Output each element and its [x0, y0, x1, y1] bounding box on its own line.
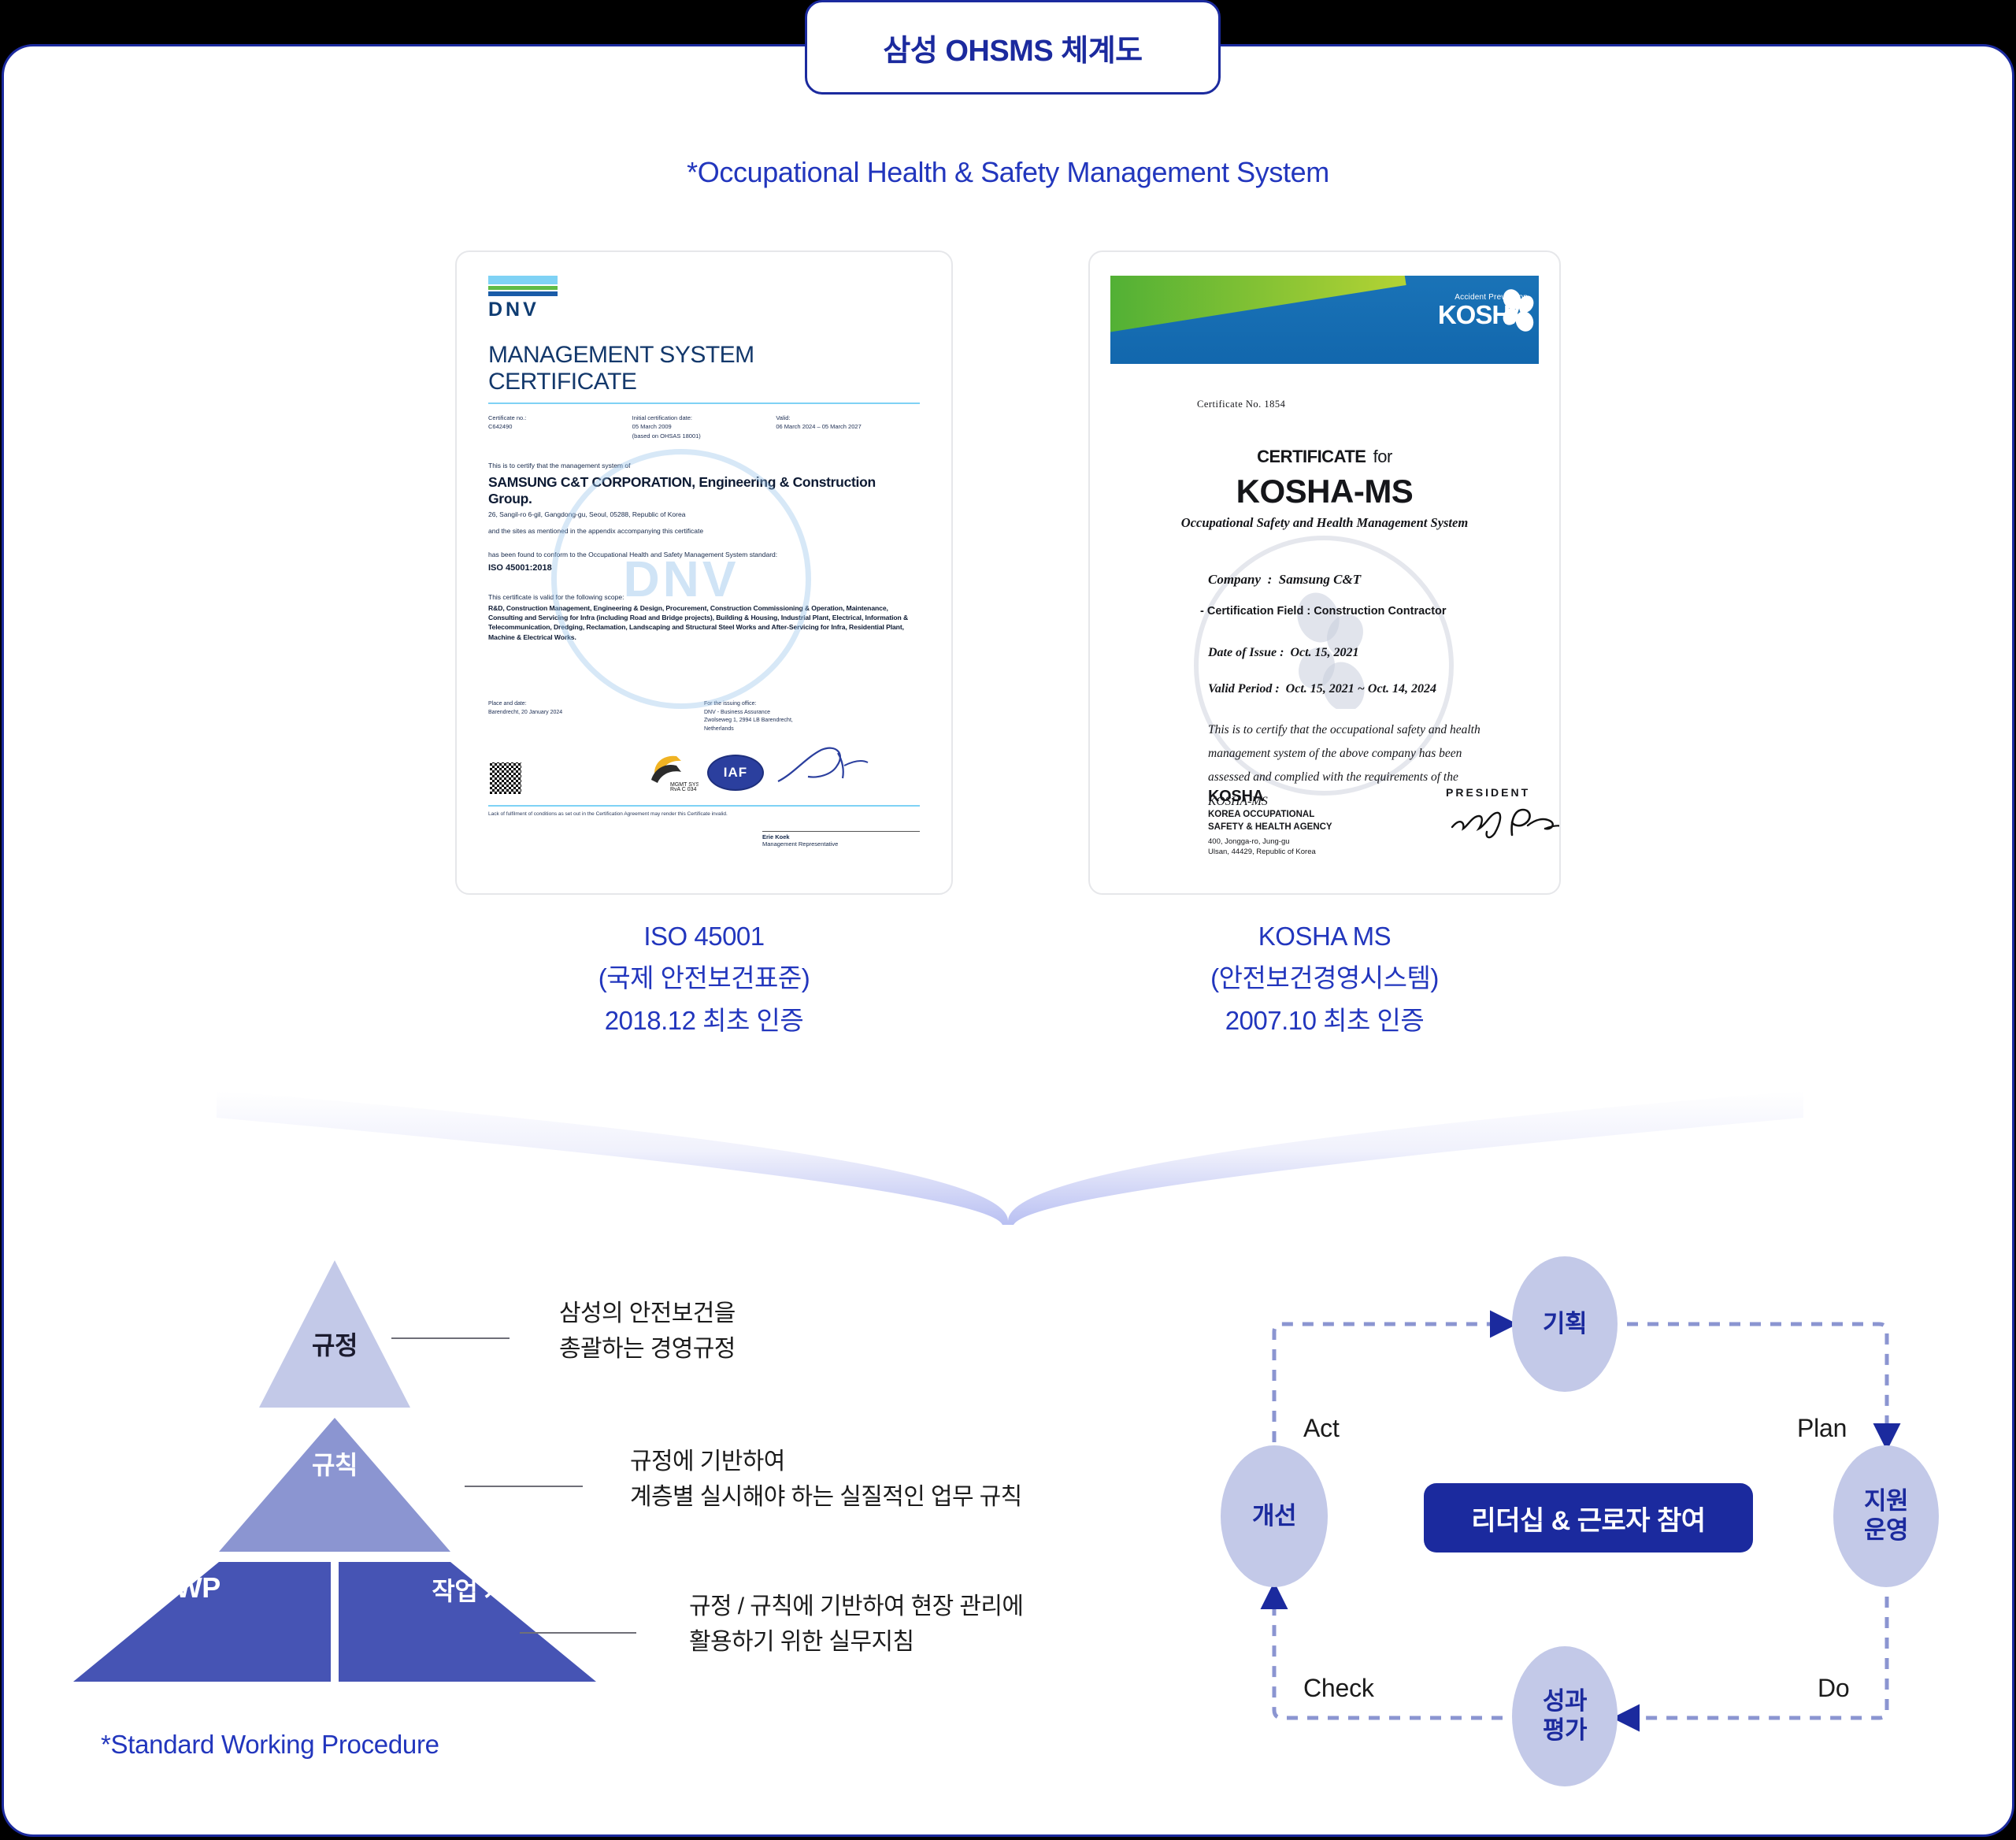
president-label: PRESIDENT — [1446, 786, 1531, 799]
kosha-title-main: CERTIFICATE — [1257, 447, 1366, 466]
downward-chevron-divider — [217, 1091, 1803, 1225]
kosha-tagline: Accident Prevention — [1455, 293, 1528, 302]
kosha-president-block: PRESIDENT — [1446, 786, 1559, 845]
pdca-edge-label-act: Act — [1303, 1414, 1340, 1442]
caption-date: 2018.12 최초 인증 — [604, 1005, 804, 1035]
meta-valid: Valid: 06 March 2024 – 05 March 2027 — [776, 414, 862, 431]
pyramid-label-rule: 규칙 — [312, 1451, 358, 1479]
page-subtitle: *Occupational Health & Safety Management… — [687, 156, 1329, 188]
kosha-agency-short: KOSHA — [1208, 788, 1264, 805]
pdca-node-check: 성과 평가 — [1512, 1646, 1618, 1786]
certificate-heading: MANAGEMENT SYSTEM CERTIFICATE — [488, 342, 754, 395]
certificate-card-koshams: Accident Prevention KOSHA Certificate No… — [1088, 250, 1561, 895]
pyramid-label-work-guide: 작업 지침 — [432, 1577, 530, 1605]
pyramid-tier-1 — [259, 1260, 410, 1408]
place-and-date: Place and date: Barendrecht, 20 January … — [488, 700, 563, 715]
svg-text:MGMT SYS: MGMT SYS — [670, 782, 699, 788]
accreditation-marks: MGMT SYS RvA C 034 IAF Erie Koek Managem… — [488, 739, 920, 848]
page-title: 삼성 OHSMS 체계도 — [883, 34, 1143, 68]
certificate-card-iso45001: DNV MANAGEMENT SYSTEM CERTIFICATE Certif… — [455, 250, 953, 895]
kosha-agency-block: KOSHA KOREA OCCUPATIONAL SAFETY & HEALTH… — [1208, 788, 1332, 856]
pyramid-tier-3-guide — [339, 1562, 596, 1682]
dnv-logo: DNV — [488, 276, 558, 321]
kosha-title-desc: Occupational Safety and Health Managemen… — [1180, 515, 1469, 530]
pyramid-description-3: 규정 / 규칙에 기반하여 현장 관리에 활용하기 위한 실무지침 — [689, 1593, 1024, 1655]
certified-company: SAMSUNG C&T CORPORATION, Engineering & C… — [488, 473, 876, 506]
pdca-node-plan: 기획 — [1512, 1256, 1618, 1392]
kosha-valid-row: Valid Period : Oct. 15, 2021 ~ Oct. 14, … — [1208, 682, 1436, 696]
kosha-field-line: - Certification Field : Construction Con… — [1200, 605, 1447, 618]
pdca-edge-label-do: Do — [1818, 1674, 1850, 1702]
company-address: 26, Sangil-ro 6-gil, Gangdong-gu, Seoul,… — [488, 510, 686, 518]
standard-name: ISO 45001:2018 — [488, 563, 552, 573]
president-signature-icon — [1451, 808, 1559, 839]
svg-text:RvA C 034: RvA C 034 — [670, 787, 697, 792]
kosha-title-sub: KOSHA-MS — [1236, 473, 1414, 510]
kosha-certificate-number: Certificate No. 1854 — [1197, 399, 1286, 410]
governance-pyramid: 규정 규칙 SWP 작업 지침 — [59, 1256, 610, 1686]
pdca-connectors — [1260, 1310, 1901, 1732]
pyramid-label-swp: SWP — [157, 1571, 220, 1604]
page-title-badge: 삼성 OHSMS 체계도 — [805, 0, 1221, 95]
swp-footnote: *Standard Working Procedure — [101, 1730, 439, 1759]
pdca-edge-label-plan: Plan — [1797, 1414, 1847, 1442]
pdca-cycle-diagram: 기획 지원 운영 성과 평가 개선 리더십 & 근로자 참여 Act Plan … — [1221, 1256, 1969, 1786]
meta-initial-date: Initial certification date: 05 March 200… — [632, 414, 701, 440]
pyramid-description-1: 삼성의 안전보건을 총괄하는 경영규정 — [559, 1300, 736, 1362]
meta-cert-no: Certificate no.: C642490 — [488, 414, 527, 431]
pyramid-shape — [73, 1260, 596, 1682]
pyramid-tier-3-swp — [73, 1562, 331, 1682]
caption-iso45001: ISO 45001 (국제 안전보건표준) 2018.12 최초 인증 — [455, 915, 953, 1041]
pdca-node-act: 개선 — [1221, 1445, 1328, 1587]
pdca-node-do: 지원 운영 — [1833, 1445, 1939, 1587]
signature-block: Erie Koek Management Representative — [762, 742, 920, 848]
certificate-meta: Certificate no.: C642490 Initial certifi… — [488, 414, 920, 440]
dnv-certificate-body: DNV MANAGEMENT SYSTEM CERTIFICATE Certif… — [488, 276, 920, 874]
caption-title: ISO 45001 — [643, 922, 765, 951]
pyramid-description-2: 규정에 기반하여 계층별 실시해야 하는 실질적인 업무 규칙 — [630, 1449, 1022, 1510]
kosha-banner: Accident Prevention KOSHA — [1110, 276, 1539, 364]
issuing-office: For the issuing office: DNV - Business A… — [704, 700, 793, 733]
pdca-edge-label-check: Check — [1303, 1674, 1374, 1702]
leader-line-1 — [391, 1337, 510, 1339]
kosha-butterfly-icon — [1503, 289, 1534, 332]
pyramid-tier-2 — [219, 1418, 450, 1552]
kosha-title-block: CERTIFICATE for KOSHA-MS Occupational Sa… — [1090, 438, 1559, 531]
caption-title: KOSHA MS — [1258, 922, 1392, 951]
rva-accreditation-icon: MGMT SYS RvA C 034 — [651, 755, 699, 792]
pyramid-label-regulation: 규정 — [312, 1331, 358, 1360]
caption-date: 2007.10 최초 인증 — [1225, 1005, 1425, 1035]
kosha-company-row: Company : Samsung C&T — [1208, 572, 1362, 587]
certificate-statement: This is to certify that the management s… — [488, 461, 920, 576]
heading-rule — [488, 402, 920, 405]
certificate-fine-print: Lack of fulfilment of conditions as set … — [488, 811, 728, 817]
signature-icon — [777, 747, 869, 783]
caption-subtitle: (국제 안전보건표준) — [598, 963, 810, 993]
pdca-center-badge: 리더십 & 근로자 참여 — [1424, 1483, 1753, 1552]
kosha-title-for: for — [1373, 447, 1393, 466]
qr-code-icon — [490, 762, 521, 795]
iaf-accreditation-icon: IAF — [707, 755, 764, 792]
caption-subtitle: (안전보건경영시스템) — [1210, 963, 1439, 993]
dnv-wordmark: DNV — [488, 299, 539, 321]
leader-line-3 — [520, 1632, 636, 1634]
caption-koshams: KOSHA MS (안전보건경영시스템) 2007.10 최초 인증 — [1088, 915, 1561, 1041]
leader-line-2 — [465, 1486, 583, 1487]
signer-role: Management Representative — [762, 840, 839, 848]
signer-name: Erie Koek — [762, 833, 790, 841]
kosha-issue-row: Date of Issue : Oct. 15, 2021 — [1208, 646, 1359, 659]
certificate-footer: Place and date: Barendrecht, 20 January … — [488, 700, 920, 734]
certificate-scope: R&D, Construction Management, Engineerin… — [488, 603, 909, 641]
kosha-statement: This is to certify that the occupational… — [1208, 723, 1480, 808]
